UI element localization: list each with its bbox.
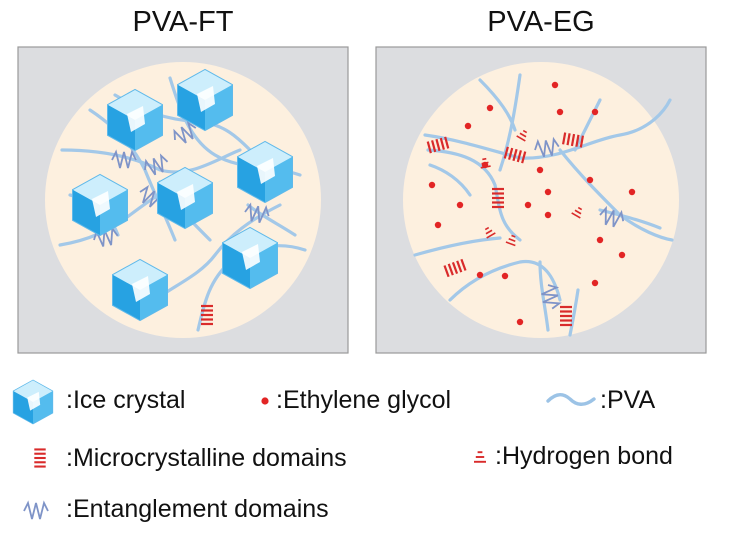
legend-icons — [12, 379, 596, 520]
legend-pva: :PVA — [600, 386, 656, 414]
microcrystalline-legend-icon — [33, 448, 47, 468]
panel-pva-ft — [17, 46, 349, 354]
hydrogel-circle — [403, 62, 679, 338]
hydrogen-bond-legend-icon — [473, 451, 487, 463]
panel-pva-eg — [375, 46, 707, 354]
legend-ice-crystal: :Ice crystal — [66, 386, 186, 414]
legend-microcrystalline: :Microcrystalline domains — [66, 444, 347, 472]
pva-legend-icon — [546, 393, 596, 406]
legend-hydrogen-bond: :Hydrogen bond — [495, 442, 673, 470]
ethylene-glycol-legend-icon — [261, 397, 269, 405]
legend-entanglement: :Entanglement domains — [66, 495, 329, 523]
ethylene-glycol-molecules — [428, 81, 636, 326]
panel-title-pva-eg: PVA-EG — [487, 6, 595, 38]
entanglement-legend-icon — [23, 502, 49, 520]
ice-crystal-legend-icon — [12, 379, 54, 425]
legend-ethylene-glycol: :Ethylene glycol — [276, 386, 452, 414]
pva-chains — [413, 73, 674, 337]
panel-title-pva-ft: PVA-FT — [132, 6, 234, 38]
